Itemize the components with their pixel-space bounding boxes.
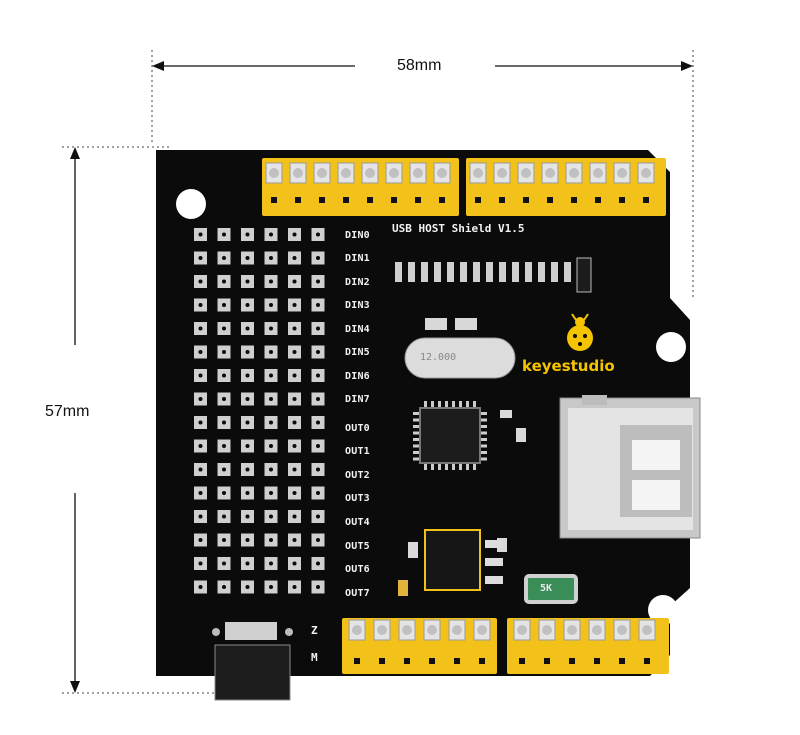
pin-label-din3: DIN3 (345, 300, 370, 311)
brand-logo-text: keyestudio (522, 357, 615, 375)
z-label: Z (311, 624, 318, 637)
pin-label-out1: OUT1 (345, 446, 370, 457)
width-label: 58mm (397, 57, 442, 74)
crystal-cap (455, 318, 477, 330)
usb-a-connector (559, 395, 701, 539)
pin-label-out5: OUT5 (345, 541, 370, 552)
pin-label-out3: OUT3 (345, 493, 370, 504)
mounting-hole-top-left (176, 189, 206, 219)
pin-label-din1: DIN1 (345, 253, 370, 264)
keyestudio-logo (567, 313, 593, 351)
prototype-grid (194, 228, 325, 594)
pin-label-din5: DIN5 (345, 347, 370, 358)
mounting-hole-bottom-right (648, 595, 678, 625)
pin-label-out4: OUT4 (345, 517, 370, 528)
mounting-hole-right (656, 332, 686, 362)
voltage-regulator (424, 529, 481, 591)
fuse (524, 574, 578, 604)
pin-label-out0: OUT0 (345, 423, 370, 434)
pin-label-out2: OUT2 (345, 470, 370, 481)
pin-label-din7: DIN7 (345, 394, 370, 405)
crystal-label: 12.000 (420, 352, 457, 363)
board-title: USB HOST Shield V1.5 (392, 222, 525, 235)
crystal (404, 337, 516, 379)
main-chip (419, 407, 481, 464)
height-label: 57mm (45, 403, 90, 420)
jack-top (225, 622, 277, 640)
audio-jack (214, 644, 291, 701)
pin-label-out7: OUT7 (345, 588, 370, 599)
pin-label-din4: DIN4 (345, 324, 370, 335)
m-label: M (311, 651, 318, 664)
pin-label-din6: DIN6 (345, 371, 370, 382)
pin-label-out6: OUT6 (345, 564, 370, 575)
pin-label-din0: DIN0 (345, 230, 370, 241)
fuse-label: 5K (540, 583, 553, 594)
pin-label-din2: DIN2 (345, 277, 370, 288)
